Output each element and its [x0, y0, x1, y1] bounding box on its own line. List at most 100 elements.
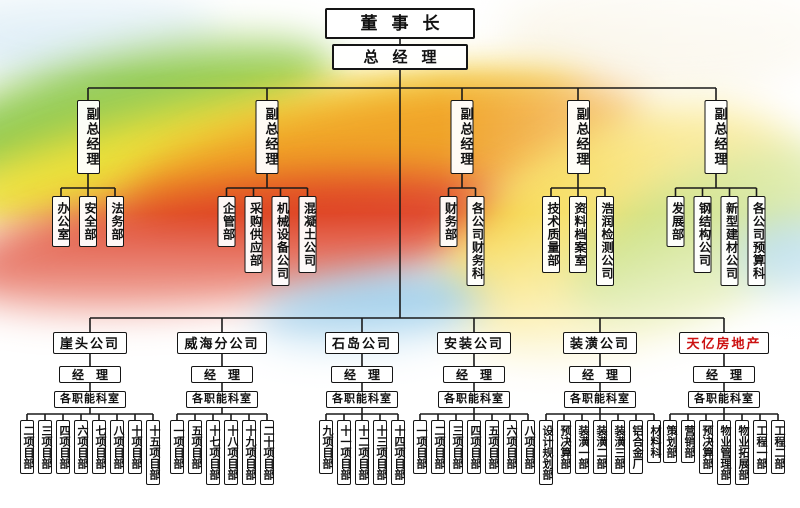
deputy-group: 副总经理财务部各公司财务科	[439, 100, 485, 286]
unit-box: 设计规划部	[539, 420, 553, 485]
unit-box: 十二项目部	[355, 420, 369, 485]
branch-group: 石岛公司经理各职能科室九项目部十一项目部十二项目部十三项目部十四项目部	[319, 332, 405, 485]
unit-box: 物业拓展部	[735, 420, 749, 485]
department-row: 企管部采购供应部机械设备公司混凝土公司	[217, 196, 317, 286]
unit-box: 工程二部	[771, 420, 785, 474]
manager-box: 经理	[569, 366, 631, 383]
unit-row: 一项目部五项目部十七项目部十八项目部十九项目部二十项目部	[170, 420, 274, 485]
unit-row: 策划部营销部预决算部物业管理部物业拓展部工程一部工程二部	[663, 420, 785, 485]
department-box: 办公室	[52, 196, 70, 247]
department-box: 新型建材公司	[720, 196, 739, 286]
general-manager-box: 总经理	[332, 44, 468, 70]
unit-box: 营销部	[681, 420, 695, 463]
department-box: 浩润检测公司	[596, 196, 614, 286]
department-box: 发展部	[666, 196, 685, 247]
branch-company-box: 安装公司	[436, 332, 511, 354]
unit-box: 工程一部	[753, 420, 767, 474]
unit-row: 九项目部十一项目部十二项目部十三项目部十四项目部	[319, 420, 405, 485]
unit-box: 八项目部	[110, 420, 124, 474]
deputy-gm-box: 副总经理	[450, 100, 474, 174]
functional-office-box: 各职能科室	[688, 391, 760, 408]
department-box: 资料档案室	[569, 196, 587, 273]
department-box: 财务部	[439, 196, 458, 247]
unit-row: 二项目部三项目部四项目部六项目部七项目部八项目部十项目部十五项目部	[20, 420, 160, 485]
manager-box: 经理	[331, 366, 393, 383]
deputy-group: 副总经理技术质量部资料档案室浩润检测公司	[542, 100, 614, 286]
branch-company-box: 装潢公司	[562, 332, 637, 354]
deputy-gm-box: 副总经理	[76, 100, 100, 174]
unit-box: 预决算部	[699, 420, 713, 474]
unit-box: 十一项目部	[337, 420, 351, 485]
general-manager-label: 总经理	[363, 48, 451, 66]
manager-label: 经理	[705, 367, 754, 382]
unit-box: 十九项目部	[242, 420, 256, 485]
unit-box: 装潢二部	[593, 420, 607, 474]
branch-company-box: 石岛公司	[324, 332, 399, 354]
unit-box: 二项目部	[431, 420, 445, 474]
deputy-gm-box: 副总经理	[566, 100, 590, 174]
unit-box: 六项目部	[74, 420, 88, 474]
unit-box: 物业管理部	[717, 420, 731, 485]
deputy-group: 副总经理发展部钢结构公司新型建材公司各公司预算科	[666, 100, 766, 286]
branch-company-box: 天亿房地产	[679, 332, 769, 354]
unit-box: 铝合金厂	[629, 420, 643, 474]
manager-label: 经理	[203, 367, 252, 382]
unit-box: 材料科	[647, 420, 661, 463]
unit-row: 设计规划部预决算部装潢一部装潢二部装潢三部铝合金厂材料科	[539, 420, 661, 485]
department-box: 安全部	[79, 196, 97, 247]
manager-box: 经理	[443, 366, 505, 383]
deputy-gm-box: 副总经理	[704, 100, 728, 174]
department-row: 办公室安全部法务部	[52, 196, 124, 247]
unit-box: 十三项目部	[373, 420, 387, 485]
unit-box: 二项目部	[20, 420, 34, 474]
department-row: 技术质量部资料档案室浩润检测公司	[542, 196, 614, 286]
unit-box: 一项目部	[413, 420, 427, 474]
branch-group: 天亿房地产经理各职能科室策划部营销部预决算部物业管理部物业拓展部工程一部工程二部	[663, 332, 785, 485]
department-box: 混凝土公司	[298, 196, 317, 273]
unit-box: 七项目部	[92, 420, 106, 474]
unit-box: 五项目部	[485, 420, 499, 474]
deputy-gm-box: 副总经理	[255, 100, 279, 174]
unit-box: 十四项目部	[391, 420, 405, 485]
functional-office-box: 各职能科室	[186, 391, 258, 408]
unit-box: 预决算部	[557, 420, 571, 474]
branch-group: 装潢公司经理各职能科室设计规划部预决算部装潢一部装潢二部装潢三部铝合金厂材料科	[539, 332, 661, 485]
functional-office-box: 各职能科室	[438, 391, 510, 408]
unit-box: 装潢三部	[611, 420, 625, 474]
deputy-group: 副总经理办公室安全部法务部	[52, 100, 124, 247]
department-box: 技术质量部	[542, 196, 560, 273]
department-row: 财务部各公司财务科	[439, 196, 485, 286]
department-box: 钢结构公司	[693, 196, 712, 273]
manager-box: 经理	[191, 366, 253, 383]
branch-company-box: 崖头公司	[52, 332, 127, 354]
unit-box: 一项目部	[170, 420, 184, 474]
functional-office-box: 各职能科室	[326, 391, 398, 408]
manager-box: 经理	[693, 366, 755, 383]
unit-row: 一项目部二项目部三项目部四项目部五项目部六项目部八项目部	[413, 420, 535, 474]
unit-box: 九项目部	[319, 420, 333, 474]
chairman-box: 董事长	[325, 8, 475, 39]
unit-box: 十五项目部	[146, 420, 160, 485]
manager-label: 经理	[71, 367, 120, 382]
department-row: 发展部钢结构公司新型建材公司各公司预算科	[666, 196, 766, 286]
manager-label: 经理	[343, 367, 392, 382]
department-box: 各公司预算科	[747, 196, 766, 286]
unit-box: 三项目部	[449, 420, 463, 474]
chairman-label: 董事长	[360, 14, 454, 33]
department-box: 机械设备公司	[271, 196, 290, 286]
department-box: 各公司财务科	[466, 196, 485, 286]
unit-box: 六项目部	[503, 420, 517, 474]
unit-box: 十项目部	[128, 420, 142, 474]
unit-box: 十七项目部	[206, 420, 220, 485]
unit-box: 四项目部	[56, 420, 70, 474]
unit-box: 装潢一部	[575, 420, 589, 474]
branch-company-box: 威海分公司	[177, 332, 267, 354]
unit-box: 策划部	[663, 420, 677, 463]
manager-label: 经理	[581, 367, 630, 382]
department-box: 企管部	[217, 196, 236, 247]
unit-box: 二十项目部	[260, 420, 274, 485]
unit-box: 三项目部	[38, 420, 52, 474]
manager-box: 经理	[59, 366, 121, 383]
deputy-group: 副总经理企管部采购供应部机械设备公司混凝土公司	[217, 100, 317, 286]
